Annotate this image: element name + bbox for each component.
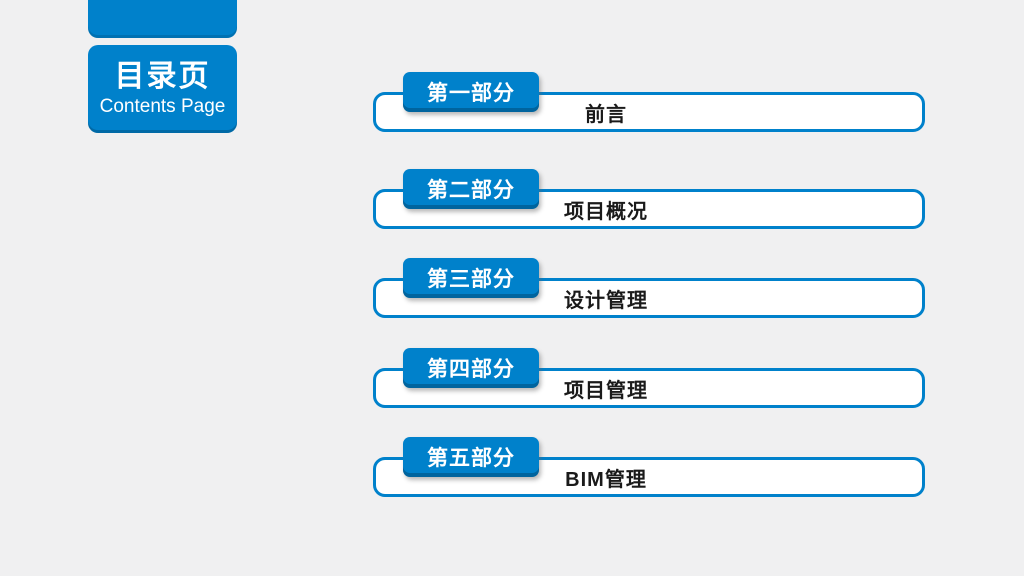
page-title: 目录页 bbox=[114, 60, 211, 93]
section-badge-button-1[interactable]: 第一部分 bbox=[403, 72, 539, 112]
section-badge-label: 第三部分 bbox=[427, 268, 515, 291]
section-title: BIM管理 bbox=[565, 468, 647, 491]
section-title-wrap: 项目概况 bbox=[376, 192, 836, 226]
section-badge-label: 第一部分 bbox=[427, 82, 515, 105]
header-top-tab bbox=[88, 0, 237, 38]
section-title-wrap: BIM管理 bbox=[376, 460, 836, 494]
section-badge-label: 第二部分 bbox=[427, 179, 515, 202]
section-row-2: 项目概况 第二部分 bbox=[373, 169, 925, 229]
section-badge-button-5[interactable]: 第五部分 bbox=[403, 437, 539, 477]
section-title: 项目管理 bbox=[564, 379, 648, 402]
page-title-block: 目录页 Contents Page bbox=[88, 45, 237, 133]
section-badge-label: 第五部分 bbox=[427, 447, 515, 470]
section-row-3: 设计管理 第三部分 bbox=[373, 258, 925, 318]
section-title-wrap: 项目管理 bbox=[376, 371, 836, 405]
section-badge-button-3[interactable]: 第三部分 bbox=[403, 258, 539, 298]
section-title: 设计管理 bbox=[564, 289, 648, 312]
section-row-4: 项目管理 第四部分 bbox=[373, 348, 925, 408]
section-title: 项目概况 bbox=[564, 200, 648, 223]
section-title: 前言 bbox=[585, 103, 627, 126]
section-badge-label: 第四部分 bbox=[427, 358, 515, 381]
section-badge-button-2[interactable]: 第二部分 bbox=[403, 169, 539, 209]
section-badge-button-4[interactable]: 第四部分 bbox=[403, 348, 539, 388]
page-subtitle: Contents Page bbox=[99, 96, 226, 117]
section-row-5: BIM管理 第五部分 bbox=[373, 437, 925, 497]
section-title-wrap: 前言 bbox=[376, 95, 836, 129]
section-box-1[interactable]: 前言 bbox=[373, 92, 925, 132]
section-title-wrap: 设计管理 bbox=[376, 281, 836, 315]
section-row-1: 前言 第一部分 bbox=[373, 72, 925, 132]
